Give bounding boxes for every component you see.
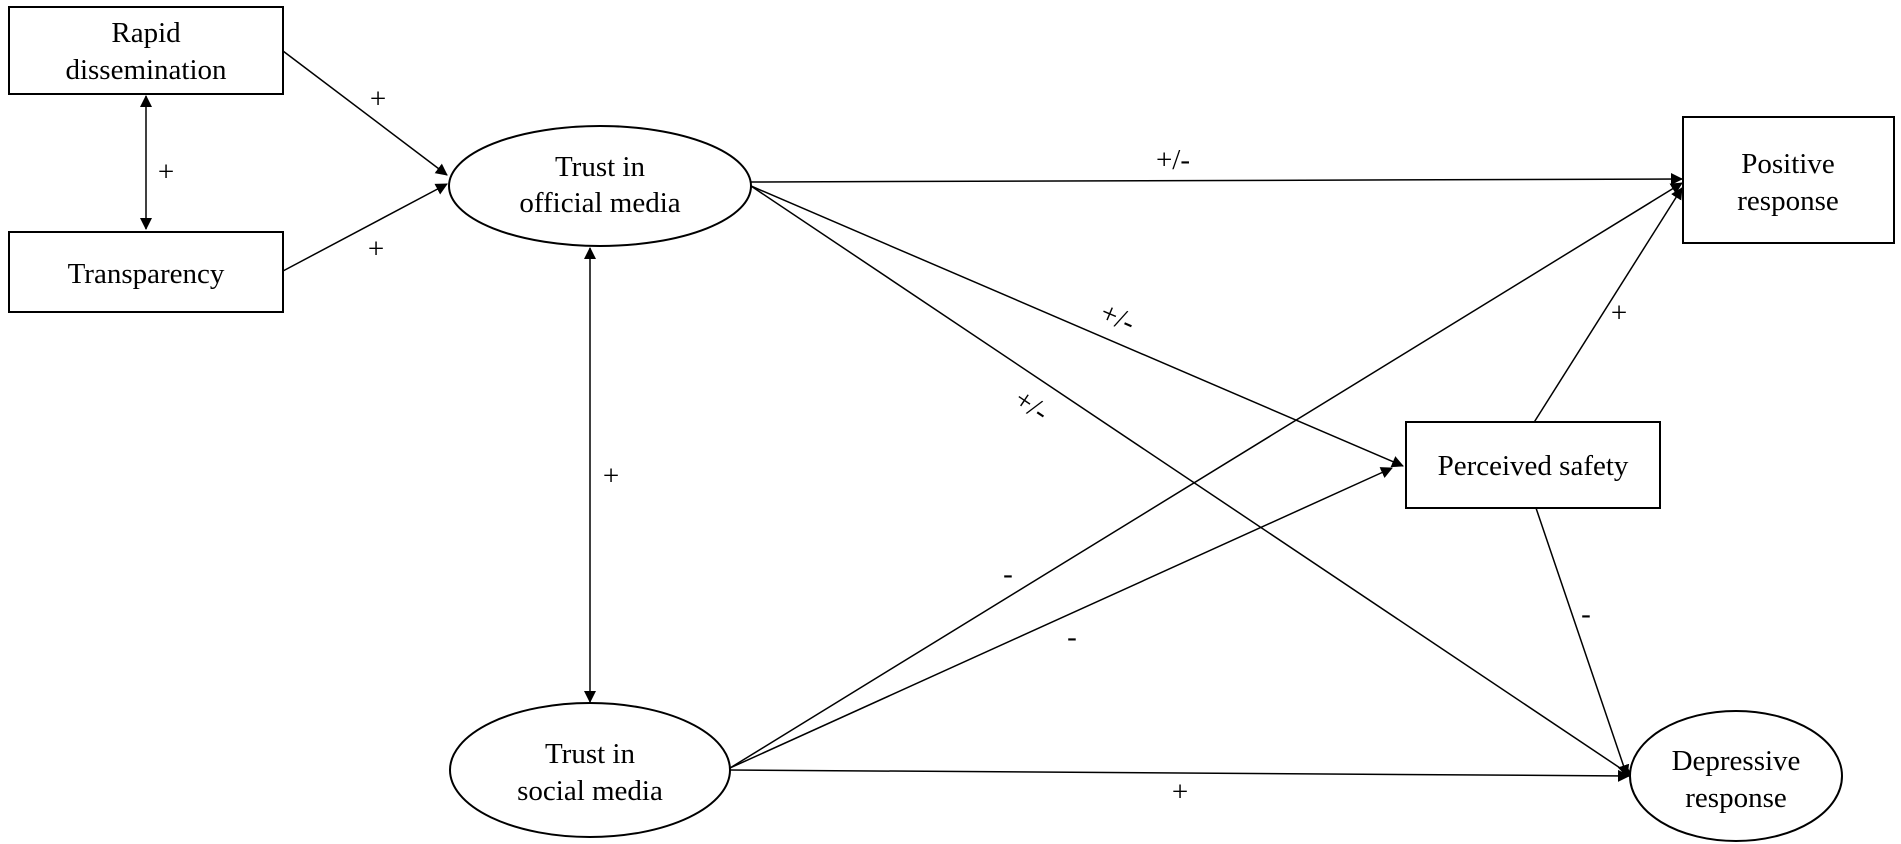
- edges: [140, 50, 1683, 782]
- rapid-dissemination-label-line2: dissemination: [65, 54, 227, 86]
- depressive-response-label-line2: response: [1685, 782, 1786, 814]
- trust-official-media-ellipse: [448, 125, 752, 247]
- depressive-response-label-line1: Depressive: [1672, 745, 1801, 777]
- node-trust-official-media: Trust in official media: [448, 125, 752, 247]
- edge-official-safety: [750, 185, 1404, 468]
- sign-safety-depressive: -: [1581, 598, 1591, 630]
- transparency-label: Transparency: [68, 258, 225, 290]
- edge-official-depressive: [750, 185, 1633, 777]
- node-perceived-safety: Perceived safety: [1405, 421, 1661, 509]
- node-trust-social-media: Trust in social media: [449, 702, 731, 838]
- trust-social-media-label-line2: social media: [517, 775, 663, 807]
- sign-official-positive: +/-: [1156, 144, 1190, 176]
- rapid-dissemination-box: [8, 6, 284, 95]
- edge-official-positive: [750, 173, 1683, 186]
- trust-social-media-label-line1: Trust in: [545, 738, 636, 770]
- sign-social-positive: -: [1003, 558, 1013, 590]
- positive-response-label-line1: Positive: [1741, 148, 1834, 180]
- sign-official-safety: +/-: [1096, 297, 1140, 340]
- edge-safety-depressive: [1535, 507, 1630, 777]
- sign-transparency-official: +: [368, 233, 384, 265]
- node-rapid-dissemination: Rapid dissemination: [8, 6, 284, 95]
- edge-social-positive: [729, 182, 1683, 769]
- sign-official-depressive: +/-: [1008, 383, 1054, 429]
- trust-official-media-label-line2: official media: [519, 187, 680, 219]
- positive-response-box: [1682, 116, 1895, 244]
- perceived-safety-box: [1405, 421, 1661, 509]
- edge-transparency-official: [282, 183, 448, 272]
- sign-social-depressive: +: [1172, 776, 1188, 808]
- trust-social-media-ellipse: [449, 702, 731, 838]
- node-positive-response: Positive response: [1682, 116, 1895, 244]
- sign-official-social: +: [603, 460, 619, 492]
- sign-rapid-official: +: [370, 83, 386, 115]
- perceived-safety-label: Perceived safety: [1438, 450, 1629, 482]
- positive-response-label-line2: response: [1737, 185, 1838, 217]
- edge-safety-positive: [1532, 187, 1683, 425]
- sign-safety-positive: +: [1611, 297, 1627, 329]
- edge-rapid-official: [282, 50, 448, 176]
- transparency-box: [8, 231, 284, 313]
- edge-social-safety: [729, 467, 1393, 769]
- sign-social-safety: -: [1067, 621, 1077, 653]
- sign-rapid-transparency: +: [158, 156, 174, 188]
- trust-official-media-label-line1: Trust in: [555, 151, 646, 183]
- edge-social-depressive: [729, 769, 1630, 782]
- node-depressive-response: Depressive response: [1629, 710, 1843, 842]
- rapid-dissemination-label-line1: Rapid: [111, 17, 181, 49]
- node-transparency: Transparency: [8, 231, 284, 313]
- depressive-response-ellipse: [1629, 710, 1843, 842]
